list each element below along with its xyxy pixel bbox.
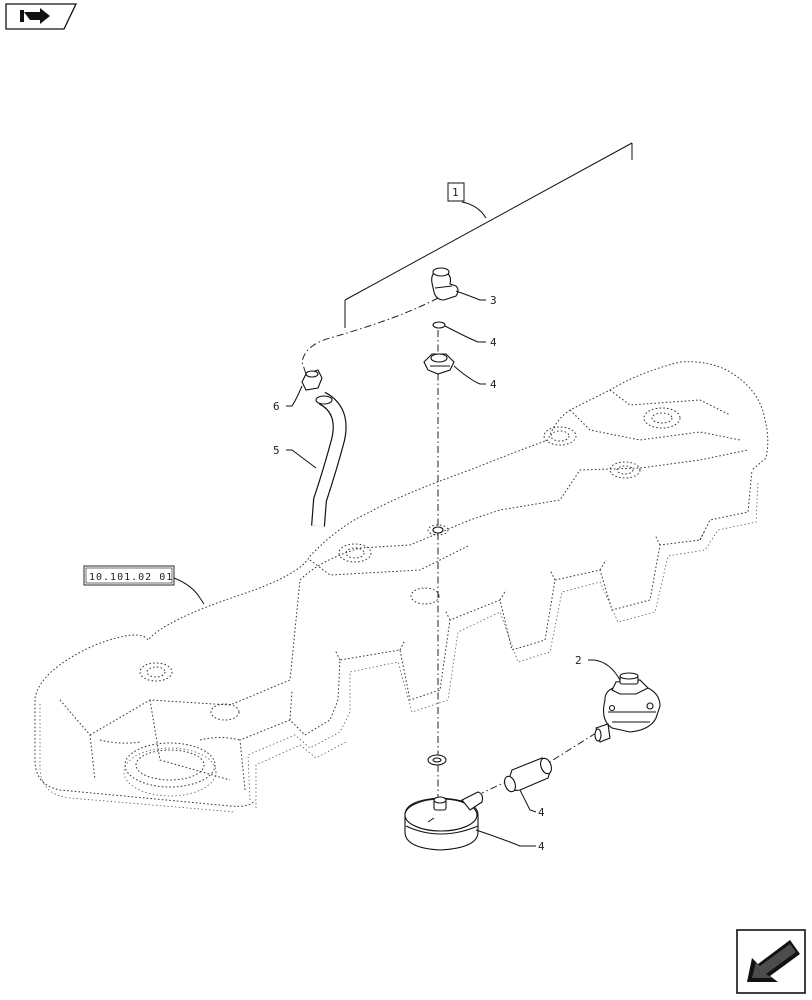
callout-5[interactable]: 5: [273, 444, 280, 457]
callout-2[interactable]: 2: [575, 654, 582, 667]
callout-4-oring[interactable]: 4: [490, 336, 497, 349]
kit-bracket: [344, 142, 633, 328]
breather-hose[interactable]: [311, 391, 347, 527]
callout-4-grommet[interactable]: 4: [490, 378, 497, 391]
kit-callout-box[interactable]: 1: [447, 182, 465, 202]
assembly-axis-hose: [544, 732, 597, 766]
o-ring-upper[interactable]: [432, 321, 446, 329]
grommet-nut[interactable]: [423, 353, 455, 375]
cover-seat-insert: [432, 526, 444, 534]
valve-cover-outline: [34, 361, 769, 813]
elbow-fitting[interactable]: [431, 267, 459, 301]
hose-clip[interactable]: [301, 369, 323, 391]
callout-4-hose[interactable]: 4: [538, 806, 545, 819]
callout-1: 1: [452, 186, 459, 199]
callout-3[interactable]: 3: [490, 294, 497, 307]
connector-hose[interactable]: [503, 757, 554, 793]
reference-label-text: 10.101.02 01: [89, 572, 173, 583]
hose-routing-line: [301, 297, 439, 375]
reference-label[interactable]: 10.101.02 01: [83, 565, 175, 586]
previous-page-arrow-icon[interactable]: [736, 929, 806, 994]
callout-6[interactable]: 6: [273, 400, 280, 413]
book-arrow-icon[interactable]: [5, 3, 78, 30]
callout-4-canister[interactable]: 4: [538, 840, 545, 853]
breather-canister[interactable]: [404, 791, 484, 851]
breather-valve[interactable]: [594, 672, 661, 743]
cover-seat: [427, 524, 449, 536]
